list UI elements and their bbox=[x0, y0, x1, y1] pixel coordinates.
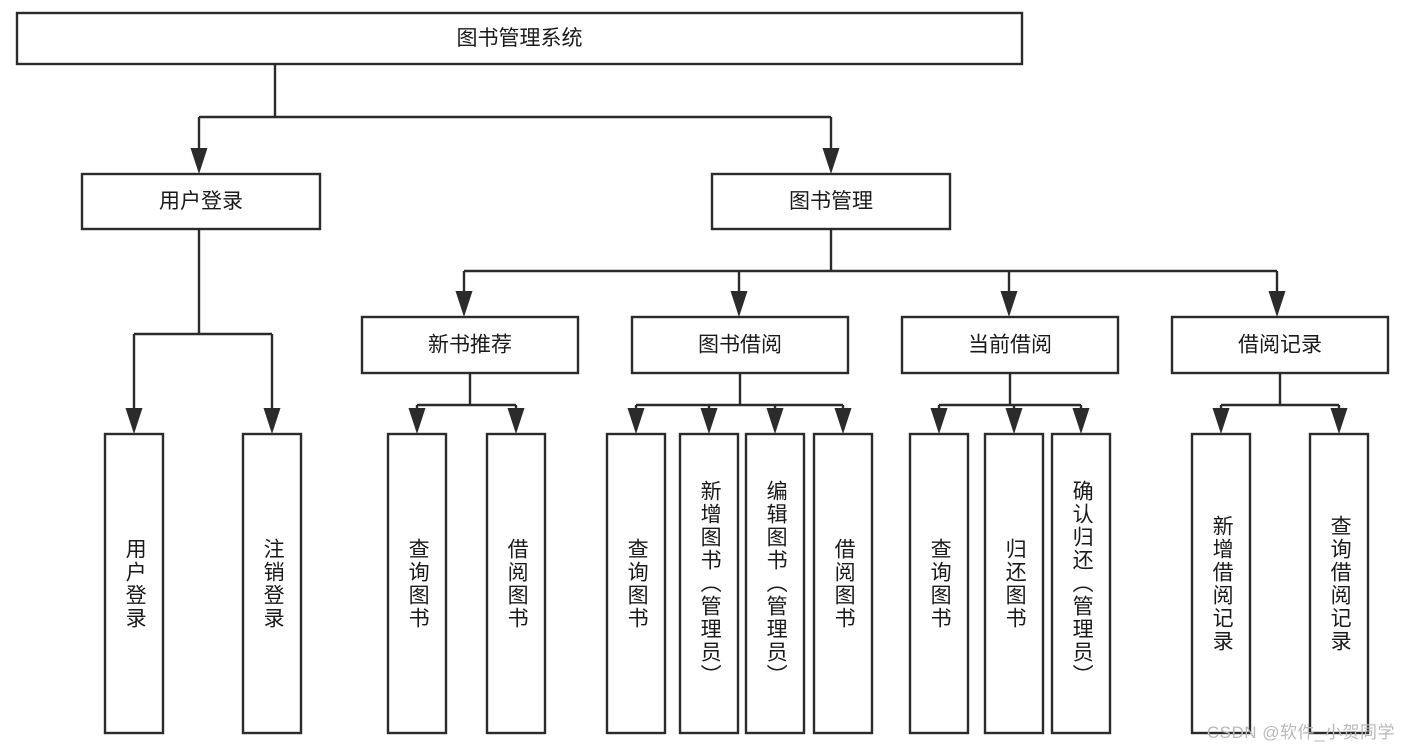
node-box-leaf-return-book[interactable] bbox=[983, 432, 1045, 735]
arrow-head-icon bbox=[834, 408, 852, 434]
node-box-book-borrow[interactable] bbox=[630, 315, 850, 375]
arrow-head-icon bbox=[1000, 291, 1018, 317]
node-box-leaf-borrow-book-1[interactable] bbox=[485, 432, 547, 735]
arrow-head-icon bbox=[822, 148, 840, 174]
arrow-head-icon bbox=[1072, 408, 1090, 434]
node-box-leaf-query-book-1[interactable] bbox=[386, 432, 448, 735]
node-box-leaf-query-book-2[interactable] bbox=[605, 432, 667, 735]
node-label-user-login: 用户登录 bbox=[159, 190, 243, 213]
connector-edge-current-borrow-bus bbox=[930, 373, 1090, 434]
node-boxes-layer bbox=[15, 11, 1390, 735]
arrow-head-icon bbox=[700, 408, 718, 434]
connector-edge-root-bus bbox=[190, 64, 840, 174]
arrow-head-icon bbox=[507, 408, 525, 434]
node-box-current-borrow[interactable] bbox=[900, 315, 1120, 375]
arrow-head-icon bbox=[1212, 408, 1230, 434]
node-label-root: 图书管理系统 bbox=[457, 27, 583, 50]
node-box-leaf-add-book[interactable] bbox=[678, 432, 740, 735]
arrow-head-icon bbox=[1268, 291, 1286, 317]
arrow-head-icon bbox=[125, 408, 143, 434]
node-box-leaf-query-book-3[interactable] bbox=[908, 432, 970, 735]
node-box-leaf-edit-book[interactable] bbox=[744, 432, 806, 735]
arrow-head-icon bbox=[730, 291, 748, 317]
connectors-layer bbox=[125, 64, 1348, 434]
node-box-leaf-add-borrow-record[interactable] bbox=[1190, 432, 1252, 735]
node-box-leaf-user-login[interactable] bbox=[103, 432, 165, 735]
node-box-borrow-record[interactable] bbox=[1170, 315, 1390, 375]
node-box-leaf-confirm-return[interactable] bbox=[1050, 432, 1112, 735]
connector-edge-new-book-bus bbox=[408, 373, 525, 434]
connector-edge-user-login-bus bbox=[125, 229, 281, 434]
arrow-head-icon bbox=[190, 148, 208, 174]
node-box-user-login[interactable] bbox=[80, 172, 322, 231]
node-label-book-borrow: 图书借阅 bbox=[698, 334, 782, 357]
arrow-head-icon bbox=[1005, 408, 1023, 434]
arrow-head-icon bbox=[408, 408, 426, 434]
node-box-leaf-borrow-book-2[interactable] bbox=[812, 432, 874, 735]
connector-edge-book-manage-bus bbox=[455, 229, 1286, 317]
arrow-head-icon bbox=[930, 408, 948, 434]
node-box-leaf-query-borrow-record[interactable] bbox=[1308, 432, 1370, 735]
node-box-leaf-logout-login[interactable] bbox=[241, 432, 303, 735]
node-label-current-borrow: 当前借阅 bbox=[968, 334, 1052, 357]
arrow-head-icon bbox=[263, 408, 281, 434]
arrow-head-icon bbox=[455, 291, 473, 317]
connector-edge-book-borrow-bus bbox=[627, 373, 852, 434]
node-box-book-manage[interactable] bbox=[710, 172, 952, 231]
arrow-head-icon bbox=[766, 408, 784, 434]
arrow-head-icon bbox=[1330, 408, 1348, 434]
watermark-text: CSDN @软件_小贺同学 bbox=[1206, 723, 1395, 742]
node-label-new-book-recommend: 新书推荐 bbox=[428, 334, 512, 357]
connector-edge-borrow-record-bus bbox=[1212, 373, 1348, 434]
node-box-root[interactable] bbox=[15, 11, 1024, 66]
arrow-head-icon bbox=[627, 408, 645, 434]
node-label-borrow-record: 借阅记录 bbox=[1238, 334, 1322, 357]
node-label-book-manage: 图书管理 bbox=[789, 190, 873, 213]
node-box-new-book-recommend[interactable] bbox=[360, 315, 580, 375]
